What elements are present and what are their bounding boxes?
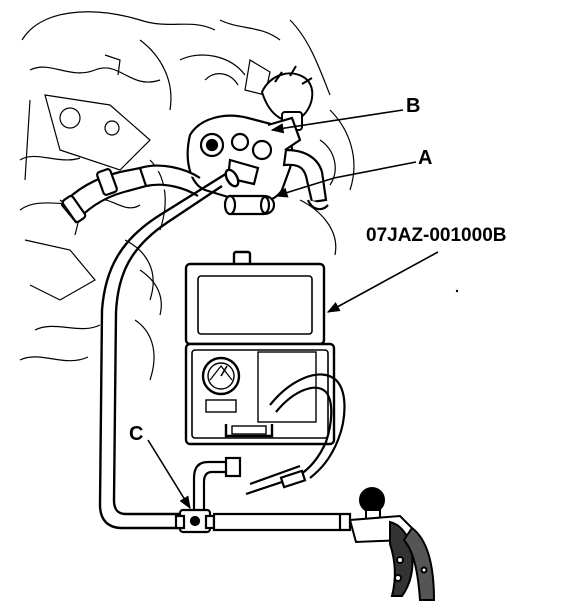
t-fitting-c — [174, 508, 216, 534]
pump-hose — [212, 512, 352, 532]
leader-line-tool — [326, 251, 439, 313]
callout-tool-number: 07JAZ-001000B — [366, 225, 507, 246]
vacuum-tester-case — [184, 250, 336, 446]
callout-b: B — [406, 95, 421, 117]
hose-clamp-left — [60, 164, 201, 224]
leader-line-c — [147, 439, 191, 510]
vacuum-hose-main — [98, 168, 240, 530]
stray-mark — [455, 289, 459, 293]
engine-background — [19, 11, 355, 381]
leader-lines — [147, 109, 439, 510]
hand-vacuum-pump — [348, 487, 436, 601]
callout-c: C — [129, 423, 144, 445]
valve-hose-right — [282, 148, 329, 211]
leader-line-b — [270, 109, 404, 134]
tester-hoses — [245, 373, 346, 496]
hose-a — [223, 194, 276, 216]
tester-hose-to-junction — [192, 456, 242, 512]
leader-line-a — [274, 161, 417, 198]
callout-a: A — [418, 147, 433, 169]
